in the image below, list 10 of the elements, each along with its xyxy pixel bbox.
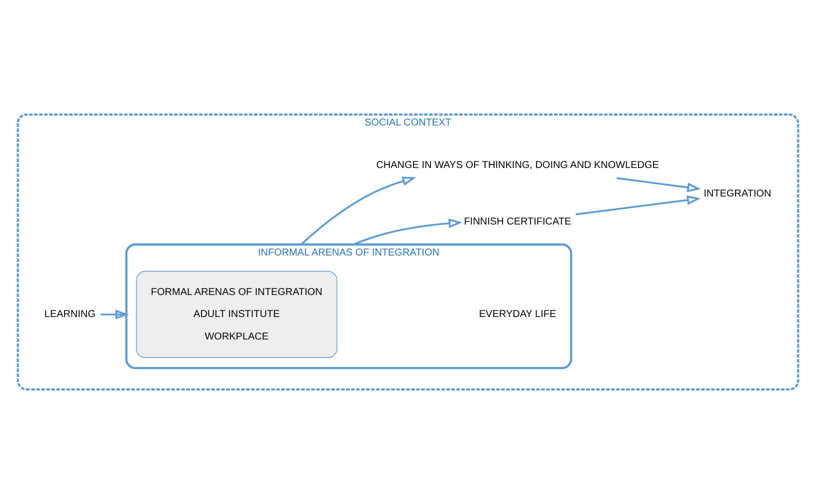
arrow — [100, 310, 130, 320]
node-text: LEARNING — [44, 309, 96, 320]
arrow — [616, 177, 701, 192]
node-box: FORMAL ARENAS OF INTEGRATION ADULT INSTITUTE WORKPLACE — [136, 270, 338, 358]
node-text: INTEGRATION — [704, 188, 772, 200]
node-text: FINNISH CERTIFICATE — [464, 216, 572, 228]
arrow — [353, 218, 462, 246]
arrow — [300, 176, 416, 246]
node-text: CHANGE IN WAYS OF THINKING, DOING AND KNOWLEDGE — [376, 160, 659, 171]
arrow — [576, 195, 701, 216]
